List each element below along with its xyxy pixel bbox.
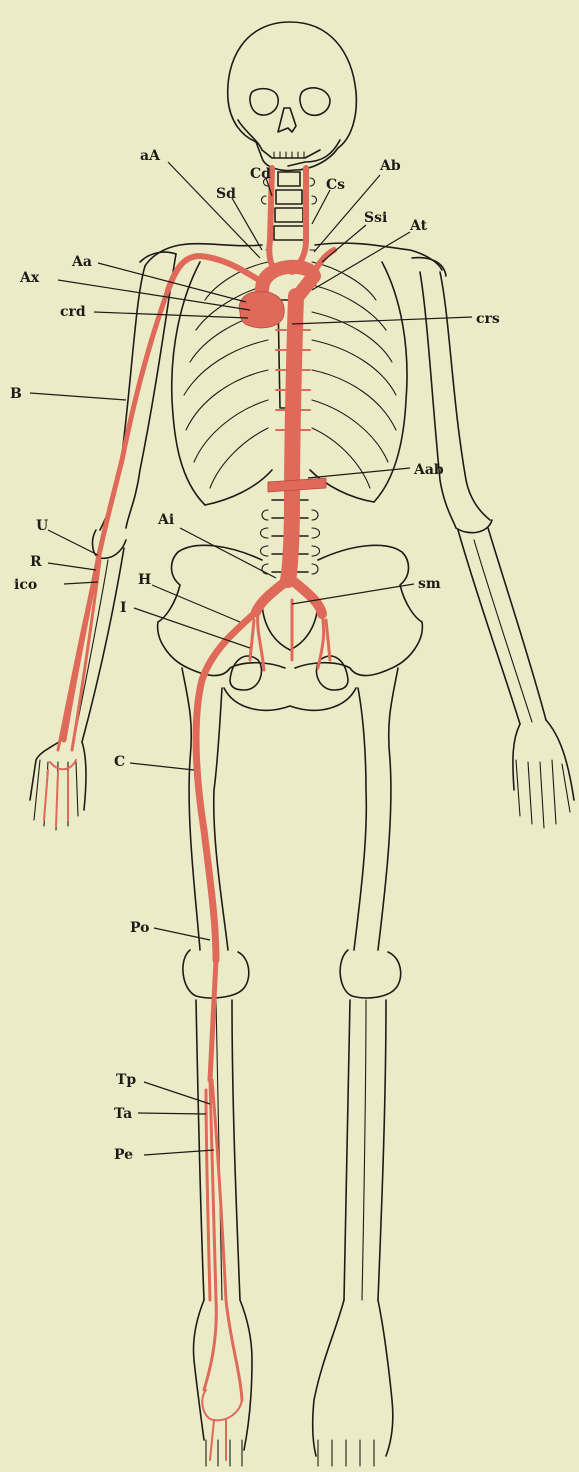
aortic-arch — [262, 267, 314, 296]
tibial-arteries — [204, 1080, 242, 1400]
label-Ssi: Ssi — [364, 210, 387, 226]
label-Ab: Ab — [379, 158, 401, 174]
palmar-arch — [44, 760, 76, 826]
label-H: H — [138, 572, 151, 588]
left-carotid-artery — [292, 168, 306, 272]
label-ico: ico — [14, 577, 37, 593]
label-R: R — [30, 554, 42, 570]
left-common-iliac — [292, 580, 322, 614]
skeleton — [30, 22, 574, 1466]
label-Cs: Cs — [326, 177, 345, 193]
right-common-iliac — [256, 580, 288, 612]
label-I: I — [120, 600, 127, 616]
popliteal-artery — [210, 960, 216, 1080]
celiac-trunk — [268, 478, 326, 492]
label-crd: crd — [60, 304, 86, 320]
label-Ai: Ai — [157, 512, 174, 528]
label-Aab: Aab — [413, 462, 444, 478]
label-Ax: Ax — [19, 270, 40, 286]
foot-arteries — [202, 1390, 242, 1460]
brachial-artery — [64, 290, 168, 740]
label-U: U — [36, 518, 48, 534]
label-crs: crs — [476, 311, 500, 327]
label-B: B — [10, 386, 22, 402]
label-aA: aA — [140, 148, 161, 164]
label-Sd: Sd — [216, 186, 236, 202]
left-arm-bones — [420, 272, 574, 828]
label-Cd: Cd — [250, 166, 271, 182]
label-Pe: Pe — [114, 1147, 133, 1163]
femoral-artery — [196, 612, 256, 960]
descending-aorta — [288, 296, 296, 580]
label-sm: sm — [418, 576, 441, 592]
label-C: C — [114, 754, 125, 770]
label-Po: Po — [130, 920, 150, 936]
label-Aa: Aa — [71, 254, 92, 270]
label-Ta: Ta — [114, 1106, 132, 1122]
skull — [228, 22, 357, 171]
label-Tp: Tp — [116, 1072, 136, 1088]
label-At: At — [409, 218, 428, 234]
